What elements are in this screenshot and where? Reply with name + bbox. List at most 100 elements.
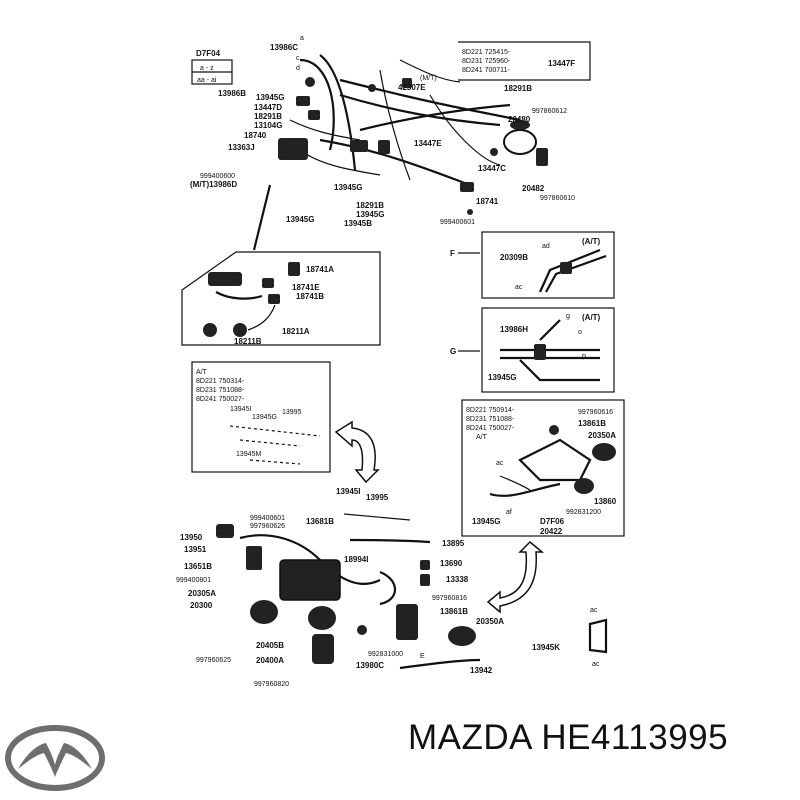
part-label: 13986H — [500, 325, 528, 334]
callout: 997960625 — [196, 657, 231, 664]
sensor-label: 18741A — [306, 265, 334, 274]
part-label: 13945G — [488, 373, 516, 382]
main-callouts: a 13986C c d 13986B 13945G 13447D 18291B… — [190, 35, 575, 228]
callout: 992831000 — [368, 651, 403, 658]
callout: 13986C — [270, 43, 298, 52]
callout: 13980C — [356, 661, 384, 670]
callout: 13651B — [184, 562, 212, 571]
callout: 13447D — [254, 103, 282, 112]
callout: 13363J — [228, 143, 255, 152]
callout: 20405B — [256, 641, 284, 650]
callout: (M/T) — [420, 75, 437, 82]
part-label: 997960616 — [578, 409, 613, 416]
callout: 18291B — [254, 112, 282, 121]
callout: 13447E — [414, 139, 442, 148]
callout: (M/T)13986D — [190, 180, 237, 189]
callout: c — [296, 55, 300, 62]
callout: E — [420, 653, 425, 660]
callout: a — [300, 35, 304, 42]
header-line: A/T — [476, 434, 488, 441]
part-label: 20309B — [500, 253, 528, 262]
d7f04-box: D7F04 a - z aa - ai — [191, 49, 233, 85]
panel-tag: (A/T) — [582, 237, 601, 246]
box-line1: a - z — [200, 65, 214, 72]
panel-f: F (A/T) ad 20309B ac — [450, 231, 615, 299]
panel-letter: F — [450, 249, 455, 258]
header-line: 8D231 751088- — [196, 387, 245, 394]
header-line: A/T — [196, 369, 208, 376]
box-title: D7F04 — [196, 49, 221, 58]
part-label: af — [506, 509, 512, 516]
callout: 18291B — [504, 84, 532, 93]
part-label: 13995 — [282, 409, 302, 416]
callout: ac — [592, 661, 600, 668]
part-label: ad — [542, 243, 550, 250]
callout: 42307E — [398, 83, 426, 92]
part-label: 13945M — [236, 451, 261, 458]
callout: 13861B — [440, 607, 468, 616]
part-label: g — [566, 313, 570, 320]
callout: 18741 — [476, 197, 499, 206]
part-label: 13860 — [594, 497, 617, 506]
callout: 20300 — [190, 601, 213, 610]
part-number: HE4113995 — [541, 718, 729, 757]
part-label: 13945G — [252, 414, 277, 421]
header-line: 8D231 751088- — [466, 416, 515, 423]
part-label: 13945G — [472, 517, 500, 526]
header-line: 8D241 750027- — [466, 425, 515, 432]
callout: 13895 — [442, 539, 465, 548]
callout: 13945G — [286, 215, 314, 224]
curved-arrow-down — [334, 420, 380, 484]
callout: 18994I — [344, 555, 368, 564]
callout: 997860612 — [532, 108, 567, 115]
callout: 997960626 — [250, 523, 285, 530]
main-assembly — [252, 54, 548, 251]
callout: ac — [590, 607, 598, 614]
callout: 13447C — [478, 164, 506, 173]
callout: 20400A — [256, 656, 284, 665]
part-label: 20422 — [540, 527, 563, 536]
panel-tag: (A/T) — [582, 313, 601, 322]
sensor-label: 18741B — [296, 292, 324, 301]
callout: 13986B — [218, 89, 246, 98]
lower-assembly — [216, 513, 608, 670]
sensor-panel: 18741A 18741E 18741B 18211A 18211B — [181, 251, 381, 346]
sensor-label: 18211A — [282, 327, 310, 336]
part-label: p — [582, 353, 586, 360]
brand-name: MAZDA — [408, 718, 532, 757]
callout: 997860610 — [540, 195, 575, 202]
top-right-codes: 8D221 725415- 8D231 725960- 8D241 700711… — [458, 41, 591, 81]
part-label: 13945I — [230, 406, 251, 413]
callout: 13690 — [440, 559, 463, 568]
callout: 20305A — [188, 589, 216, 598]
callout: 13104G — [254, 121, 282, 130]
callout: 13945K — [532, 643, 560, 652]
sensor-label: 18211B — [234, 337, 262, 346]
callout: 20482 — [522, 184, 545, 193]
callout: 13447F — [548, 59, 575, 68]
callout: 13951 — [184, 545, 207, 554]
part-label: ac — [515, 284, 523, 291]
callout: d — [296, 65, 300, 72]
callout: 999400801 — [176, 577, 211, 584]
header-line: 8D221 750914- — [466, 407, 515, 414]
callout: 999400601 — [440, 219, 475, 226]
panel-at-right: 8D221 750914- 8D231 751088- 8D241 750027… — [461, 399, 625, 537]
callout: 13945G — [356, 210, 384, 219]
sensor-label: 18741E — [292, 283, 320, 292]
panel-at-left: A/T 8D221 750314- 8D231 751088- 8D241 75… — [191, 361, 331, 473]
lower-callouts: 13945I 13995 999400601 997960626 13681B … — [176, 487, 600, 688]
callout: 997960820 — [254, 681, 289, 688]
part-label: 992831200 — [566, 509, 601, 516]
header-line: 8D221 750314- — [196, 378, 245, 385]
callout: 13338 — [446, 575, 469, 584]
callout: 13995 — [366, 493, 389, 502]
brand-part-caption: MAZDA HE4113995 — [408, 718, 728, 758]
callout: 13945G — [256, 93, 284, 102]
box-line2: aa - ai — [197, 77, 217, 84]
curved-arrow-up — [486, 540, 545, 614]
callout: 999400600 — [200, 173, 235, 180]
callout: 18740 — [244, 131, 267, 140]
panel-letter: G — [450, 347, 456, 356]
header-line: 8D241 750027- — [196, 396, 245, 403]
